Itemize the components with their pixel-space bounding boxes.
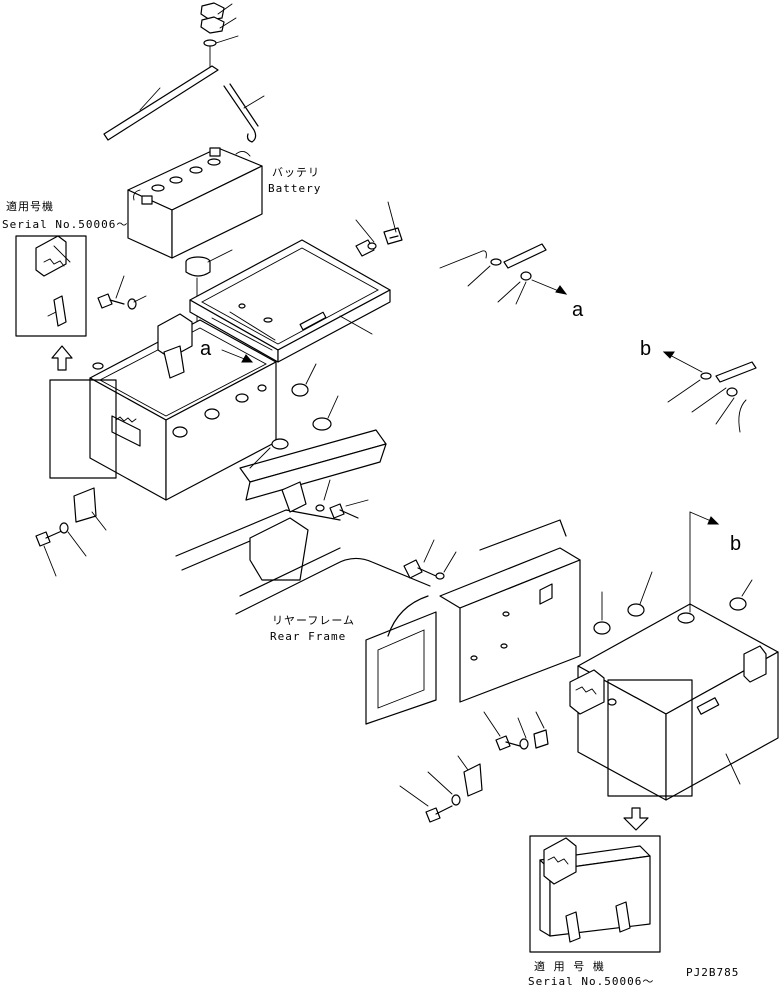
rear-frame-label-jp: リヤーフレーム (272, 614, 355, 627)
j-bolt (223, 83, 265, 143)
frame-bolt (315, 479, 369, 519)
right-lower-hardware (399, 711, 549, 823)
ref-b-right: b (730, 533, 741, 555)
cable-b (662, 351, 757, 433)
top-nut (200, 2, 239, 69)
up-arrow (51, 345, 73, 371)
tray-bolt (355, 201, 403, 257)
rear-frame (175, 363, 431, 615)
rear-frame-label-en: Rear Frame (270, 630, 346, 643)
rear-frame-lower (365, 519, 581, 725)
hold-down-bar (103, 65, 219, 141)
detail-inset-bottom (529, 835, 661, 953)
ref-b-top: b (640, 338, 651, 360)
battery-tray (189, 239, 391, 363)
detail-inset-top (15, 235, 87, 337)
right-leader-b (689, 511, 720, 613)
detail-frame-right (607, 679, 693, 797)
serial-bottom-label-jp: 適 用 号 機 (534, 959, 605, 973)
cable-a (439, 243, 568, 305)
drawing-code: PJ2B785 (686, 966, 739, 979)
right-grommets (593, 571, 753, 635)
lower-bracket (35, 487, 107, 577)
serial-top-label-jp: 適用号機 (6, 199, 54, 213)
box-bolt-upper (97, 275, 147, 310)
battery-box-right (569, 603, 779, 801)
ref-a-right: a (572, 299, 584, 321)
ref-a-left: a (200, 338, 212, 360)
battery (127, 147, 263, 259)
ref-a-left-arrowhead (241, 354, 254, 363)
down-arrow (623, 807, 649, 831)
serial-bottom-label-en: Serial No.50006～ (528, 975, 654, 987)
serial-top-label-en: Serial No.50006～ (2, 218, 128, 231)
battery-label-en: Battery (268, 182, 321, 195)
battery-label-jp: バッテリ (272, 166, 320, 179)
detail-frame-left (49, 379, 117, 479)
battery-box-left (89, 313, 277, 501)
